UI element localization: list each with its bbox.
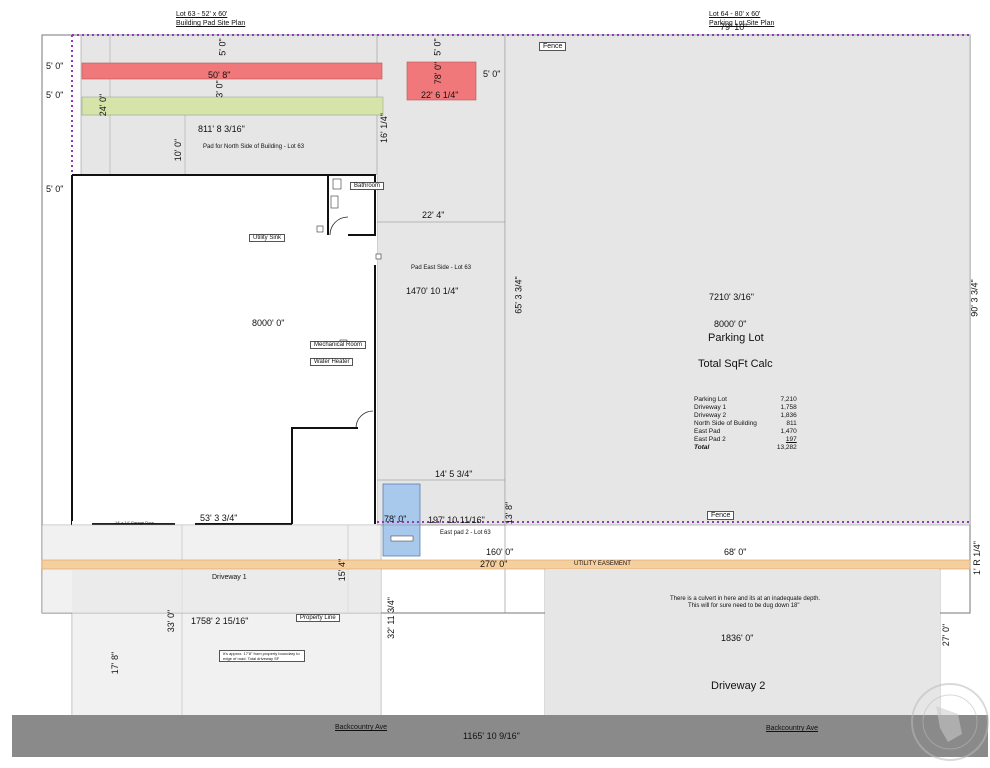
dim-easement-270: 270' 0"	[480, 559, 508, 569]
dim-top-5ft-left: 5' 0"	[217, 38, 228, 56]
label-utility-sink: Utility Sink	[249, 234, 286, 242]
fence-line	[71, 34, 970, 523]
dim-green-3: 3' 0"	[214, 80, 225, 98]
dim-driveway1-area: 1758' 2 15/16"	[191, 616, 249, 626]
label-culvert-note-1: There is a culvert in here and its at an…	[670, 596, 821, 602]
fence-label-top: Fence	[539, 42, 567, 51]
driveway-2	[545, 570, 940, 715]
label-overhead-door: 14' x 14' Garage Door	[115, 520, 154, 525]
label-utility-easement: UTILITY EASEMENT	[574, 561, 631, 567]
label-property-line: Property Line	[296, 614, 340, 622]
dim-top-right: 79' 10"	[720, 22, 748, 32]
label-total-sqft: Total SqFt Calc	[698, 358, 773, 370]
dim-parking-8000: 8000' 0"	[714, 319, 747, 329]
dim-east-pad-area: 1470' 10 1/4"	[406, 286, 459, 296]
dim-east-width: 22' 4"	[422, 210, 445, 220]
dim-right-5ft: 5' 0"	[483, 69, 501, 79]
label-east-pad2: East pad 2 - Lot 63	[440, 530, 491, 536]
dim-left-5ft-1: 5' 0"	[46, 61, 64, 71]
utility-easement	[41, 559, 971, 570]
dim-east-65: 65' 3 3/4"	[513, 276, 524, 314]
label-pad-north: Pad for North Side of Building - Lot 63	[203, 144, 305, 150]
dim-road: 1165' 10 9/16"	[463, 731, 520, 741]
realtors-seal	[911, 683, 989, 761]
dim-easement-68: 68' 0"	[724, 547, 747, 557]
dim-north-pad-10: 10' 0"	[173, 138, 184, 162]
label-parking-lot: Parking Lot	[708, 332, 764, 344]
lot64-title: Lot 64 - 80' x 60'	[709, 11, 761, 18]
label-driveway2: Driveway 2	[711, 680, 766, 692]
dim-v-16: 16' 1/4"	[378, 113, 389, 143]
dim-building-width: 53' 3 3/4"	[200, 513, 238, 523]
dim-red-box-width: 22' 6 1/4"	[421, 90, 459, 100]
label-backcountry-left: Backcountry Ave	[335, 724, 388, 731]
dim-v-33: 33' 0"	[166, 609, 177, 633]
parking-lot	[504, 34, 971, 526]
dim-top-5ft-right: 5' 0"	[432, 38, 443, 56]
lot63-title: Lot 63 - 52' x 60'	[176, 11, 228, 18]
dim-left-5ft-2: 5' 0"	[46, 90, 64, 100]
label-approx-note: It's approx. 17'8" from property boundar…	[219, 650, 305, 662]
dim-red-box-area: 78' 0"	[433, 61, 444, 85]
dim-north-pad-area: 811' 8 3/16"	[198, 124, 245, 134]
lot63-subtitle: Building Pad Site Plan	[176, 20, 246, 27]
building-floor	[72, 175, 377, 525]
dim-east-14: 14' 5 3/4"	[435, 469, 473, 479]
label-backcountry-right: Backcountry Ave	[766, 725, 819, 732]
blue-pad	[382, 483, 421, 557]
lot64-subtitle: Parking Lot Site Plan	[709, 20, 775, 27]
dim-parking-area: 7210' 3/16"	[709, 292, 754, 302]
dim-v-15-4: 15' 4"	[337, 558, 348, 582]
dim-easement-160: 160' 0"	[486, 547, 514, 557]
dim-red-bar: 50' 8"	[208, 70, 231, 80]
dim-blue-area: 78' 0"	[384, 514, 407, 524]
backcountry-road	[12, 715, 988, 757]
red-pad-box	[406, 61, 477, 101]
dim-v-13-8: 13' 8"	[504, 501, 515, 525]
dim-east-pad2-area: 197' 10 11/16"	[428, 515, 485, 525]
dim-left-5ft-3: 5' 0"	[46, 184, 64, 194]
dim-driveway2-area: 1836' 0"	[721, 633, 754, 643]
label-water-heater: Water Heater	[310, 358, 354, 366]
fence-label-bottom: Fence	[707, 511, 735, 520]
dim-building-area: 8000' 0"	[252, 318, 285, 328]
dim-v-17-8: 17' 8"	[110, 651, 121, 675]
dim-v-32-11: 32' 11 3/4"	[385, 597, 396, 639]
dim-parking-90: 90' 3 3/4"	[969, 279, 980, 317]
label-mechanical-room: Mechanical Room	[310, 341, 367, 349]
green-pad-bar	[81, 96, 384, 116]
dim-green-24: 24' 0"	[98, 93, 109, 117]
label-pad-east: Pad East Side - Lot 63	[411, 265, 472, 271]
dim-right-1: 1' R 1/4"	[971, 541, 982, 575]
label-bathroom: Bathroom	[350, 182, 385, 190]
dim-v-27: 27' 0"	[941, 623, 952, 647]
label-driveway1: Driveway 1	[212, 574, 247, 581]
east-pad	[376, 34, 506, 526]
label-culvert-note-2: This will for sure need to be dug down 1…	[688, 603, 800, 609]
red-pad-bar	[81, 62, 383, 80]
